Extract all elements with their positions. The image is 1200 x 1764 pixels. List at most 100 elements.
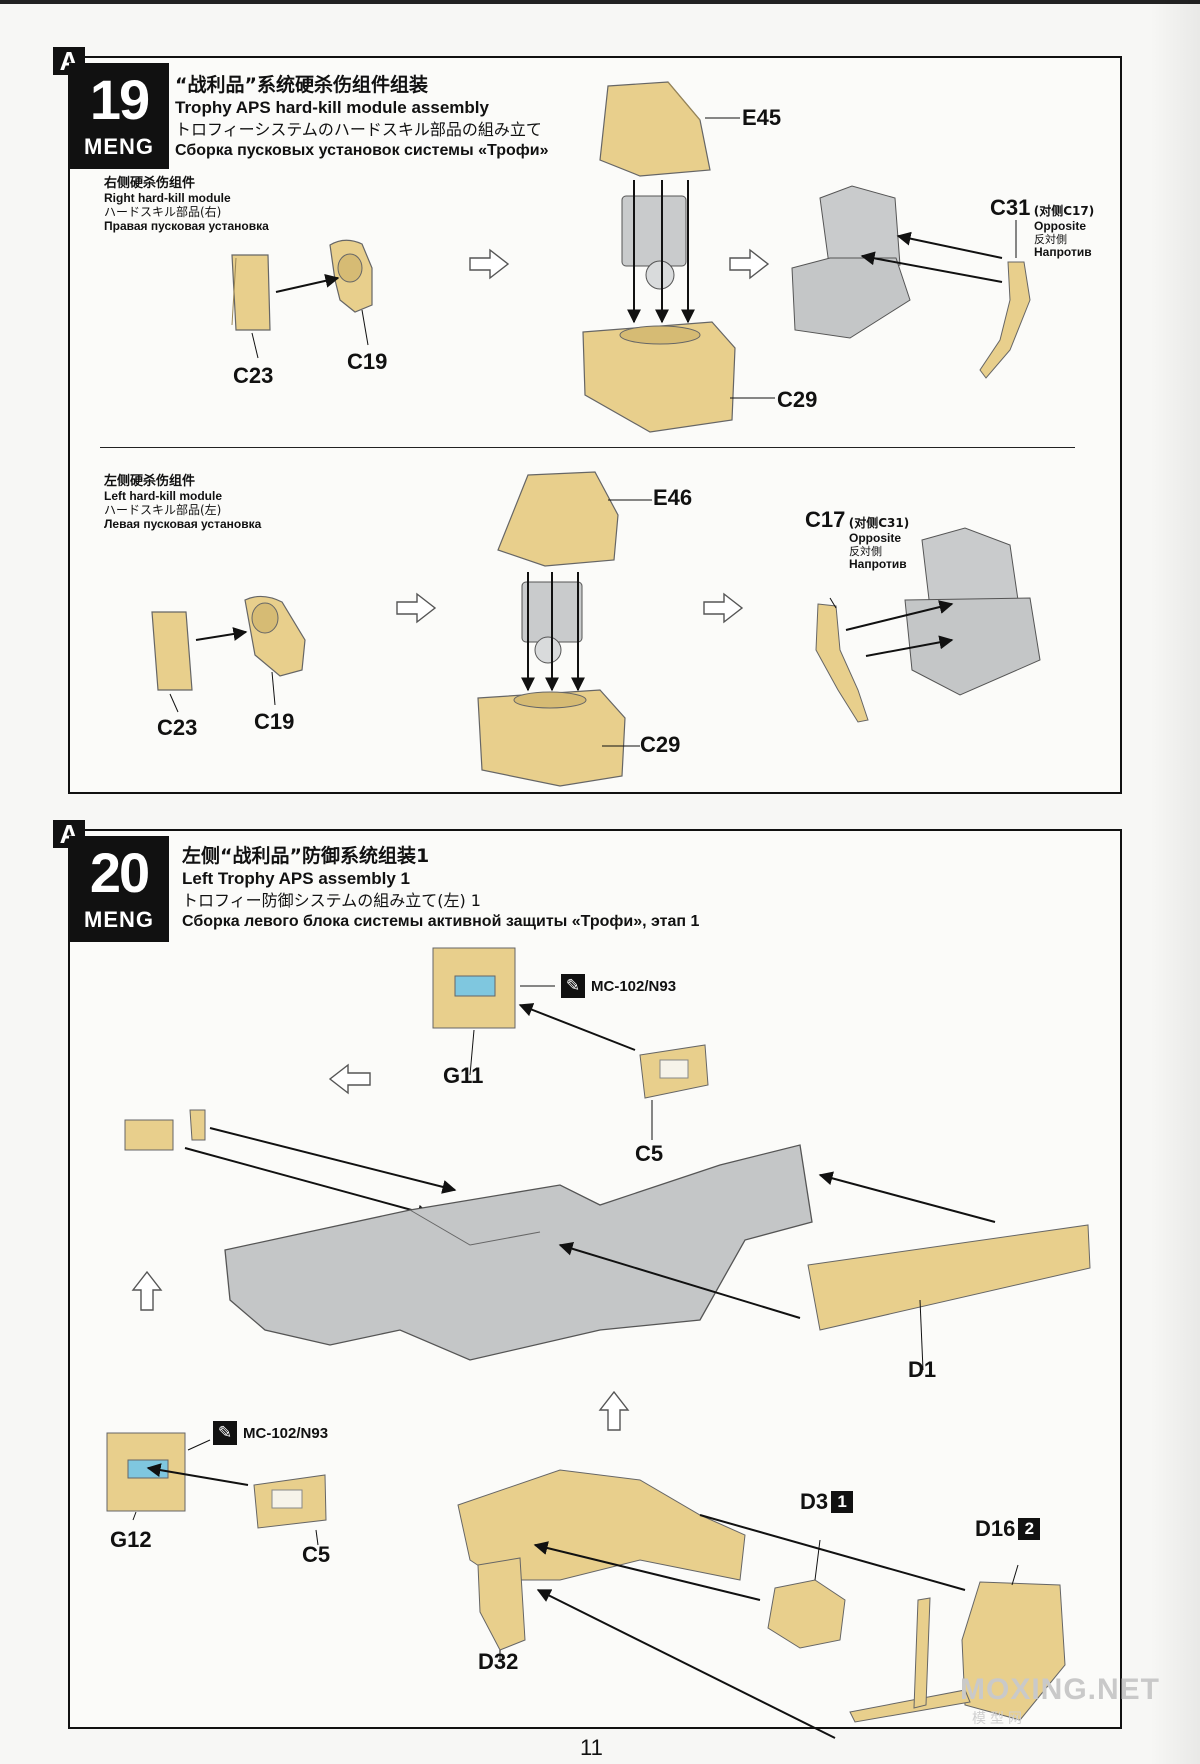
right-label-ja: ハードスキル部品(右) <box>104 205 222 219</box>
title-ru: Сборка пусковых установок системы «Трофи… <box>175 142 549 159</box>
label-c23-left: C23 <box>157 715 198 740</box>
c31-opposite-ru: Напротив <box>1034 245 1092 259</box>
label-c5-top: C5 <box>635 1141 664 1166</box>
left-label-ru: Левая пусковая установка <box>104 517 262 531</box>
right-label-en: Right hard-kill module <box>104 191 231 205</box>
page-edge-shade <box>1150 0 1200 1764</box>
part-e46 <box>497 471 619 567</box>
part-c5-bottom <box>253 1474 327 1529</box>
label-c17: C17 <box>805 507 846 532</box>
direction-arrow-icon <box>131 1270 163 1311</box>
title-ru: Сборка левого блока системы активной защ… <box>182 913 700 930</box>
paint-code: MC-102/N93 <box>591 977 677 995</box>
paint-code: MC-102/N93 <box>243 1424 329 1442</box>
part-c17-bracket <box>815 603 869 723</box>
part-c31-bracket <box>979 261 1031 379</box>
title-zh: “战利品”系统硬杀伤组件组装 <box>175 74 428 96</box>
paint-callout-g12: ✎ MC-102/N93 <box>213 1421 328 1445</box>
label-c29-left: C29 <box>640 732 681 757</box>
label-d3-text: D3 <box>800 1489 829 1514</box>
part-c29-left <box>477 689 626 787</box>
label-d1: D1 <box>908 1357 937 1382</box>
step-20-titles: 左侧“战利品”防御系统组装1 Left Trophy APS assembly … <box>182 844 699 932</box>
c31-note: C31 (对侧C17) Opposite 反対側 Напротив <box>990 196 1094 259</box>
paint-brush-icon: ✎ <box>213 1421 237 1445</box>
brand-logo: MENG <box>84 907 154 932</box>
left-label-ja: ハードスキル部品(左) <box>104 503 222 517</box>
part-c19-left <box>244 595 306 677</box>
top-border-line <box>0 0 1200 4</box>
right-module-label: 右侧硬杀伤组件 Right hard-kill module ハードスキル部品(… <box>104 176 269 234</box>
left-module-label: 左侧硬杀伤组件 Left hard-kill module ハードスキル部品(左… <box>104 474 262 532</box>
small-bracket-part <box>124 1109 206 1151</box>
part-e45 <box>599 81 711 177</box>
direction-arrow-icon <box>328 1063 371 1095</box>
right-label-ru: Правая пусковая установка <box>104 219 269 233</box>
c17-opposite-en: Opposite <box>849 531 902 545</box>
part-c19-right <box>329 239 373 313</box>
left-label-zh: 左侧硬杀伤组件 <box>104 474 196 489</box>
c31-opposite-en: Opposite <box>1034 219 1087 233</box>
process-arrow-icon <box>396 592 437 624</box>
direction-arrow-icon <box>598 1390 630 1431</box>
c17-opposite-ja: 反対側 <box>849 545 882 558</box>
part-c29-right <box>582 321 736 433</box>
page-number: 11 <box>580 1735 603 1760</box>
part-g11 <box>432 947 516 1029</box>
arrow <box>275 273 340 293</box>
label-c5-bottom: C5 <box>302 1542 331 1567</box>
part-c5-top <box>639 1044 709 1099</box>
paint-callout-g11: ✎ MC-102/N93 <box>561 974 676 998</box>
label-c19-right: C19 <box>347 349 388 374</box>
label-e46: E46 <box>653 485 693 510</box>
hull-assembly <box>224 1144 813 1361</box>
watermark-sub: 模型网 <box>972 1711 1026 1727</box>
sequence-number-1: 1 <box>831 1491 854 1513</box>
process-arrow-icon <box>703 592 744 624</box>
paint-brush-icon: ✎ <box>561 974 585 998</box>
part-d1-plate <box>807 1224 1091 1331</box>
left-label-en: Left hard-kill module <box>104 489 223 503</box>
step-number-box: 20 MENG <box>69 836 169 942</box>
right-label-zh: 右侧硬杀伤组件 <box>104 176 196 191</box>
assembled-left-module <box>904 527 1041 696</box>
title-zh: 左侧“战利品”防御系统组装1 <box>182 845 430 867</box>
label-c19-left: C19 <box>254 709 295 734</box>
c17-note: C17 (对侧C31) Opposite 反対側 Напротив <box>805 508 909 571</box>
part-d32 <box>477 1557 526 1651</box>
title-en: Left Trophy APS assembly 1 <box>182 869 410 888</box>
part-d16 <box>849 1581 1066 1723</box>
launcher-mechanism <box>621 195 687 290</box>
step-19-titles: “战利品”系统硬杀伤组件组装 Trophy APS hard-kill modu… <box>175 73 548 161</box>
title-ja: トロフィーシステムのハードスキル部品の組み立て <box>175 120 542 139</box>
part-c23-left <box>151 611 193 691</box>
step-number-box: 19 MENG <box>69 63 169 169</box>
part-c23-right <box>231 254 271 331</box>
c17-opposite-ru: Напротив <box>849 557 907 571</box>
sequence-number-2: 2 <box>1018 1518 1041 1540</box>
label-g12: G12 <box>110 1527 152 1552</box>
process-arrow-icon <box>729 248 770 280</box>
part-d3 <box>767 1579 846 1649</box>
process-arrow-icon <box>469 248 510 280</box>
label-d16-text: D16 <box>975 1516 1016 1541</box>
label-c23-right: C23 <box>233 363 274 388</box>
c31-opposite-zh: (对侧C17) <box>1033 204 1095 218</box>
label-c29-right: C29 <box>777 387 818 412</box>
step-number: 20 <box>89 841 150 904</box>
label-g11: G11 <box>443 1063 484 1088</box>
step-number: 19 <box>89 68 150 131</box>
brand-logo: MENG <box>84 134 154 159</box>
c17-opposite-zh: (对侧C31) <box>848 516 910 530</box>
title-ja: トロフィー防御システムの組み立て(左) 1 <box>182 891 481 910</box>
watermark: MOXING.NET <box>960 1673 1161 1706</box>
label-e45: E45 <box>742 105 782 130</box>
c31-opposite-ja: 反対側 <box>1034 233 1067 246</box>
label-c31: C31 <box>990 195 1031 220</box>
section-divider <box>100 447 1075 448</box>
label-d32: D32 <box>478 1649 519 1674</box>
title-en: Trophy APS hard-kill module assembly <box>175 98 489 117</box>
